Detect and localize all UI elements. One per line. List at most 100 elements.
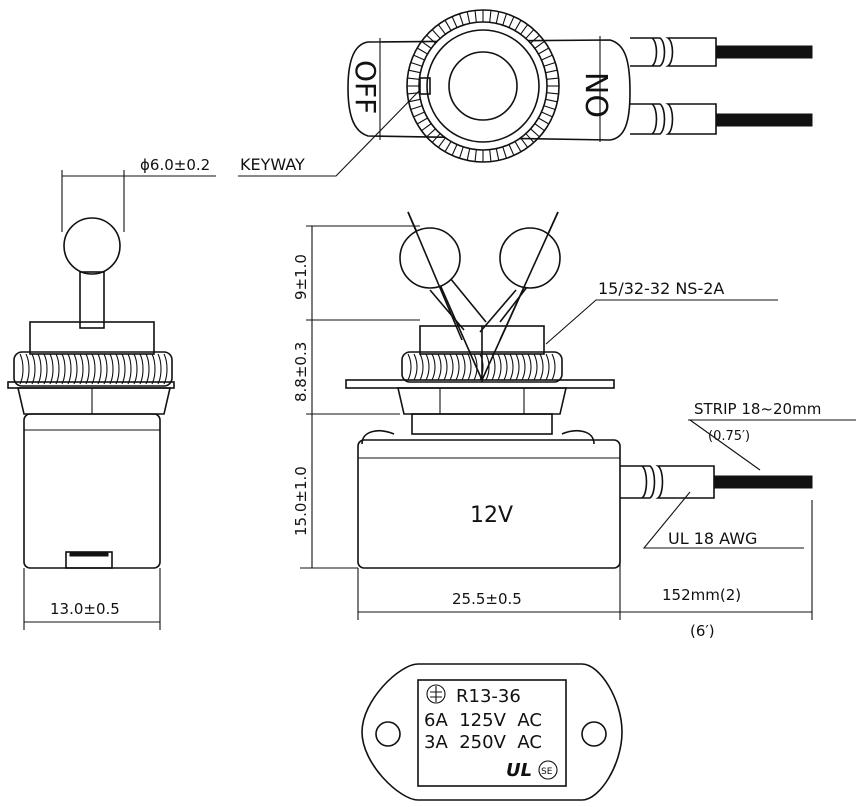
knurl-tooth (426, 34, 436, 44)
knurl-tooth (416, 47, 428, 55)
knurl-teeth (407, 10, 559, 162)
side-nut-ribs (19, 353, 168, 385)
nut-rib (413, 353, 418, 381)
side-view: ϕ6.0±0.2 13.0±0.5 (7, 156, 216, 630)
knurl-tooth (525, 29, 535, 39)
knurl-tooth (534, 123, 545, 132)
plate-rating-2: 3A 250V AC (424, 732, 542, 753)
nut-rib (37, 353, 42, 385)
nut-rib (503, 353, 508, 381)
knurl-tooth (451, 144, 458, 156)
nut-rib (49, 353, 54, 385)
nut-rib (473, 353, 478, 381)
knurl-tooth (410, 61, 423, 67)
knurl-tooth (408, 98, 421, 103)
nut-rib (515, 353, 520, 381)
nut-rib (79, 353, 84, 385)
front-view: 12V STRIP 18~20mm (0.75′) UL 18 AWG 15/3… (292, 211, 856, 640)
body-height-dimension: 15.0±1.0 (292, 466, 310, 536)
nut-rib (145, 353, 150, 385)
nut-rib (479, 353, 484, 381)
nut-rib (443, 353, 448, 381)
knurl-tooth (458, 146, 464, 159)
voltage-label: 12V (470, 503, 513, 528)
knurl-tooth (458, 13, 464, 26)
nut-rib (133, 353, 138, 385)
mounting-hole-left (375, 721, 401, 747)
strip-label: STRIP 18~20mm (694, 400, 821, 418)
nut-rib (139, 353, 144, 385)
front-nut-ribs (407, 353, 556, 381)
knurl-tooth (489, 149, 492, 162)
knurl-tooth (520, 24, 529, 35)
nut-rib (73, 353, 78, 385)
nut-rib (533, 353, 538, 381)
nut-rib (127, 353, 132, 385)
knurl-tooth (489, 10, 492, 23)
knurl-tooth (495, 148, 500, 161)
knurl-tooth (421, 40, 432, 49)
knurl-tooth (451, 16, 458, 28)
nut-rib (151, 353, 156, 385)
nut-rib (485, 353, 490, 381)
nut-rib (461, 353, 466, 381)
se-mark: SE (541, 767, 553, 777)
nut-rib (25, 353, 30, 385)
nut-rib (43, 353, 48, 385)
top-view: OFF ON KEYWAY (238, 9, 813, 177)
thread-label: 15/32-32 NS-2A (598, 279, 724, 298)
lead-length-dimension: 152mm(2) (662, 586, 741, 604)
knurl-tooth (413, 111, 425, 118)
knurl-tooth (530, 34, 540, 44)
knurl-tooth (410, 105, 423, 111)
nut-rib (425, 353, 430, 381)
knurl-tooth (426, 128, 436, 138)
keyway-notch (419, 77, 431, 95)
knurl-tooth (502, 13, 508, 26)
knurl-tooth (546, 92, 559, 95)
knurl-tooth (437, 137, 446, 148)
nut-rib (115, 353, 120, 385)
nut-rib (527, 353, 532, 381)
nut-rib (97, 353, 102, 385)
nut-rib (85, 353, 90, 385)
knurl-tooth (437, 24, 446, 35)
nut-rib (491, 353, 496, 381)
knurl-tooth (502, 146, 508, 159)
knurl-tooth (530, 128, 540, 138)
wire-gauge-label: UL 18 AWG (668, 529, 757, 548)
nut-rib (31, 353, 36, 385)
knurl-tooth (538, 47, 550, 55)
nut-rib (103, 353, 108, 385)
knurl-tooth (545, 98, 558, 103)
nut-rib (509, 353, 514, 381)
lever-height-dimension: 9±1.0 (292, 254, 310, 300)
knurl-tooth (474, 10, 477, 23)
on-label: ON (581, 72, 616, 118)
lever-base-circle (448, 51, 518, 121)
se-mark-circle (538, 760, 558, 780)
knurl-tooth (408, 69, 421, 74)
nut-rib (521, 353, 526, 381)
off-label: OFF (349, 60, 382, 114)
knurl-tooth (525, 133, 535, 143)
knurl-tooth (444, 141, 452, 153)
knurl-tooth (534, 40, 545, 49)
nut-rib (55, 353, 60, 385)
nut-rib (467, 353, 472, 381)
knurl-tooth (543, 105, 556, 111)
cert-symbol (426, 684, 446, 704)
knurl-tooth (413, 54, 425, 61)
knurl-tooth (520, 137, 529, 148)
nut-rib (497, 353, 502, 381)
knurl-tooth (416, 117, 428, 125)
nut-rib (67, 353, 72, 385)
nut-rib (109, 353, 114, 385)
toggle-diameter-label: ϕ6.0±0.2 (140, 156, 210, 174)
knurl-tooth (421, 123, 432, 132)
bushing-height-dimension: 8.8±0.3 (292, 342, 310, 402)
knurl-tooth (514, 19, 522, 31)
nut-rib (419, 353, 424, 381)
plate-model: R13-36 (456, 686, 521, 707)
knurl-tooth (541, 54, 553, 61)
